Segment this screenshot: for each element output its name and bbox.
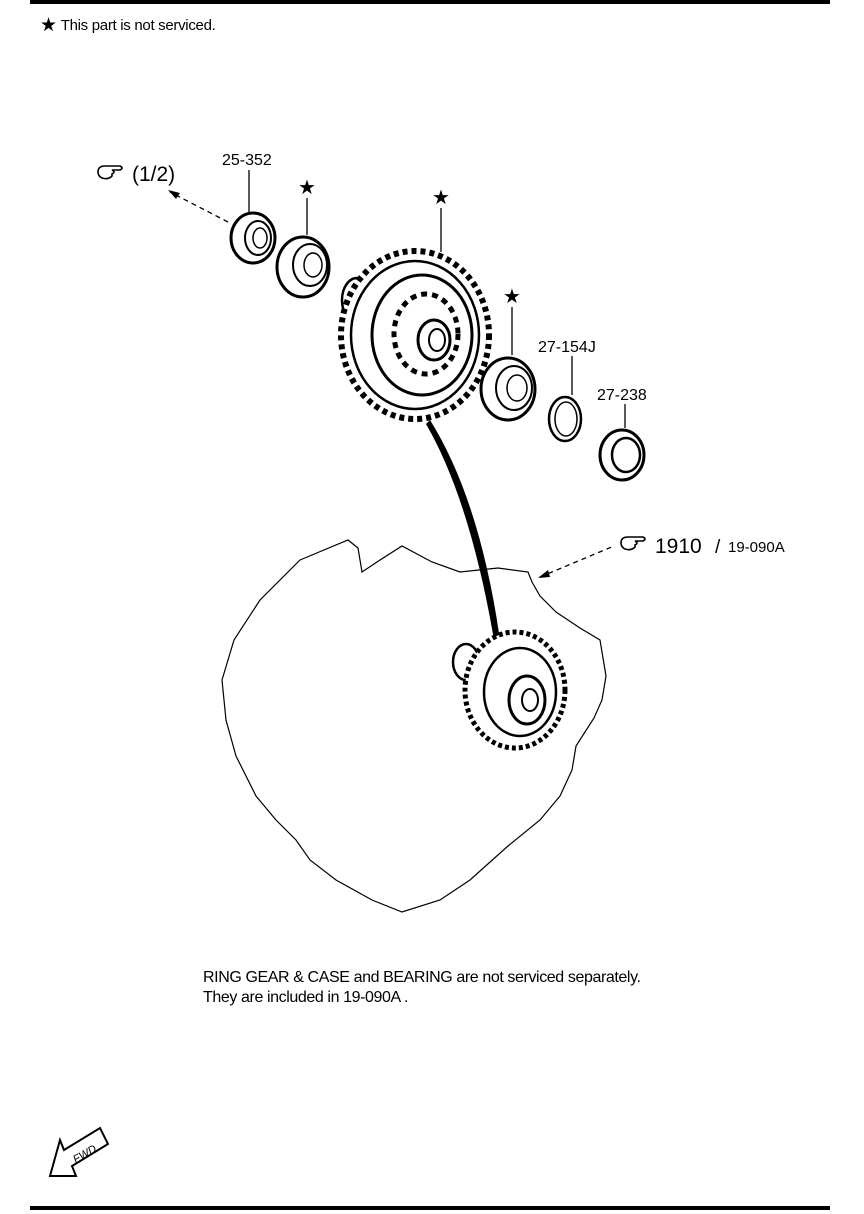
leader-arrowhead bbox=[168, 190, 180, 199]
legend-note: ★ This part is not serviced. bbox=[40, 14, 216, 37]
lower-reference-separator: / bbox=[715, 537, 721, 558]
upper-reference-label: (1/2) bbox=[132, 163, 175, 186]
transaxle-case-outline bbox=[221, 539, 607, 913]
pointing-hand-icon bbox=[620, 536, 646, 551]
star-icon: ★ bbox=[40, 15, 57, 36]
assembly-location-swoosh bbox=[426, 420, 500, 640]
pointing-hand-icon bbox=[97, 165, 123, 180]
top-border bbox=[30, 0, 830, 4]
legend-note-text: This part is not serviced. bbox=[60, 17, 216, 34]
oil-seal-27-238[interactable] bbox=[598, 428, 646, 482]
ring-gear-and-case[interactable] bbox=[338, 248, 492, 422]
lower-reference-main: 1910 bbox=[655, 535, 702, 558]
caption-line-1: RING GEAR & CASE and BEARING are not ser… bbox=[203, 969, 641, 986]
bottom-border bbox=[30, 1206, 830, 1210]
caption: RING GEAR & CASE and BEARING are not ser… bbox=[203, 968, 641, 1008]
shim-27-154J[interactable] bbox=[547, 395, 583, 443]
upper-reference-leader bbox=[169, 191, 229, 223]
fwd-arrow-icon: FWD bbox=[48, 1126, 110, 1177]
star-icon: ★ bbox=[432, 187, 450, 209]
lower-reference-leader bbox=[539, 545, 615, 578]
lower-reference-sub: 19-090A bbox=[728, 539, 785, 556]
bearing-25-352[interactable] bbox=[229, 211, 277, 265]
star-icon: ★ bbox=[503, 286, 521, 308]
bearing-right-not-serviced[interactable] bbox=[479, 356, 537, 422]
leader-arrowhead bbox=[538, 570, 550, 578]
part-label-27-154J: 27-154J bbox=[538, 339, 596, 356]
upper-reference[interactable]: (1/2) bbox=[97, 163, 175, 186]
installed-differential[interactable] bbox=[451, 629, 568, 751]
part-label-27-238: 27-238 bbox=[597, 387, 647, 404]
lower-reference[interactable]: 1910 / 19-090A bbox=[620, 535, 785, 558]
caption-line-2: They are included in 19-090A . bbox=[203, 989, 409, 1006]
star-icon: ★ bbox=[298, 177, 316, 199]
part-label-25-352: 25-352 bbox=[222, 152, 272, 169]
bearing-not-serviced[interactable] bbox=[275, 235, 331, 299]
